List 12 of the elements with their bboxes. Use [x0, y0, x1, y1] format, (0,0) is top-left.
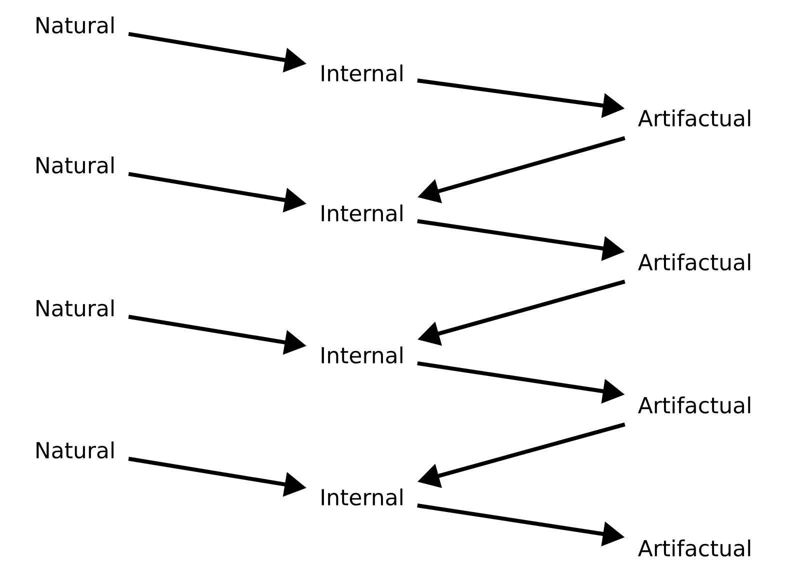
word-label: Internal: [322, 64, 402, 82]
word-label: Internal: [322, 346, 402, 364]
word-label: Natural: [36, 442, 114, 459]
word-label: Artifactual: [638, 540, 750, 557]
word-label: Natural: [36, 16, 114, 34]
word-label: Internal: [322, 488, 402, 506]
word-label: Internal: [322, 204, 402, 222]
word-label: Artifactual: [638, 109, 750, 127]
word-label: Artifactual: [638, 396, 750, 414]
word-label: Artifactual: [638, 253, 750, 271]
word-label: Natural: [36, 299, 114, 317]
word-label: Natural: [36, 156, 114, 174]
